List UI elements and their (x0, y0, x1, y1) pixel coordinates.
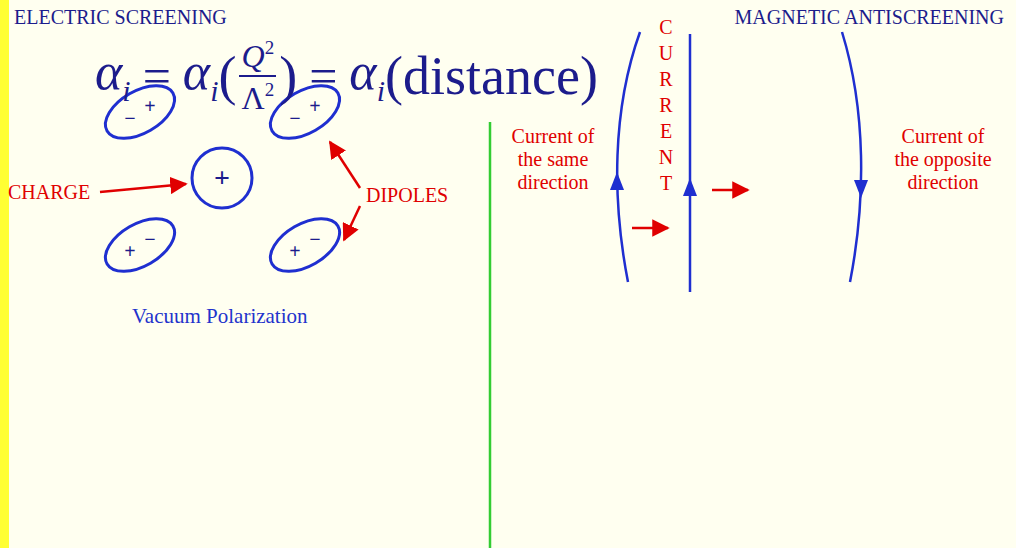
parenthesis: ( (218, 49, 236, 103)
caption-label: Vacuum Polarization (132, 305, 308, 328)
equals-sign: = (143, 51, 171, 101)
formula-part: = (297, 51, 349, 101)
formula-part: αi (183, 46, 219, 106)
current-wire (689, 34, 692, 292)
charge-outline (192, 148, 252, 208)
current-label: Current of the opposite direction (891, 125, 995, 194)
formula-part: αi (349, 46, 385, 106)
denominator: Λ2 (239, 75, 276, 114)
numerator: Q2 (240, 38, 277, 75)
symbol-q: Q (242, 40, 265, 72)
symbol-alpha: α (95, 46, 122, 98)
parenthesis: ) (279, 49, 297, 103)
charge-circle: + (177, 146, 267, 210)
dipole-outline (262, 208, 349, 282)
charge-sign: − (289, 108, 300, 128)
subscript: i (122, 76, 130, 106)
current-arrowhead (683, 178, 697, 196)
dipole-outline (97, 75, 184, 149)
pointer-label: DIPOLES (366, 184, 448, 206)
current-arrowhead (610, 172, 624, 190)
subscript: i (377, 76, 385, 106)
dipole-ellipse: −+ (260, 213, 350, 277)
symbol-alpha: α (183, 46, 210, 98)
force-arrow (632, 227, 668, 230)
formula-part: (distance) (385, 49, 598, 103)
node-outline (95, 213, 185, 277)
force-arrow (712, 189, 748, 192)
dipole-ellipse: −+ (95, 213, 185, 277)
pointer-arrow (330, 142, 360, 188)
symbol-alpha: α (349, 46, 376, 98)
current-label: Current of the same direction (503, 125, 603, 194)
vertical-label: CURRENT (656, 14, 676, 196)
formula-part: Q2Λ2 (239, 38, 276, 114)
symbol-lambda: Λ (241, 82, 264, 114)
formula-part: = (131, 51, 183, 101)
dipole-outline (262, 75, 349, 149)
charge-sign: + (124, 241, 135, 261)
formula: αi=αi(Q2Λ2)=αi(distance) (95, 38, 598, 114)
parenthesis: (distance) (385, 49, 598, 103)
current-wire (842, 32, 861, 282)
pointer-label: CHARGE (8, 181, 90, 203)
pointer-arrow (100, 184, 186, 192)
superscript: 2 (265, 38, 275, 57)
charge-sign: + (309, 96, 320, 116)
node-outline (260, 213, 350, 277)
charge-sign: + (144, 96, 155, 116)
charge-sign: + (214, 164, 230, 192)
current-arrowhead (854, 180, 868, 198)
side-stripe (0, 0, 9, 548)
charge-sign: + (289, 241, 300, 261)
dipole-outline (97, 208, 184, 282)
charge-sign: − (124, 108, 135, 128)
charge-sign: − (144, 229, 155, 249)
subscript: i (210, 76, 218, 106)
formula-part: ( (218, 49, 236, 103)
formula-part: ) (279, 49, 297, 103)
panel-heading: ELECTRIC SCREENING (14, 6, 227, 28)
pointer-arrow (344, 206, 360, 240)
formula-part: αi (95, 46, 131, 106)
superscript: 2 (265, 80, 275, 99)
panel-heading: MAGNETIC ANTISCREENING (735, 6, 1004, 28)
charge-sign: − (309, 229, 320, 249)
equals-sign: = (309, 51, 337, 101)
current-wire (617, 32, 640, 282)
divider-line (489, 122, 492, 548)
